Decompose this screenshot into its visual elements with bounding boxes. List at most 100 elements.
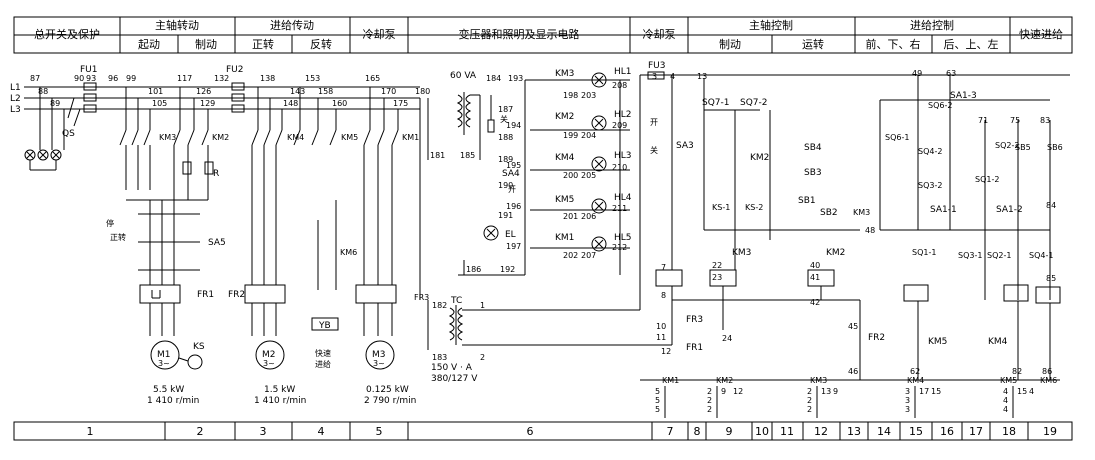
svg-text:93: 93 xyxy=(86,74,96,83)
header-spindle-control: 主轴控制 xyxy=(749,18,793,32)
relay-fr3: FR3 xyxy=(686,315,703,325)
feed-branch xyxy=(244,87,339,370)
lamp-el: EL xyxy=(505,230,516,240)
motor-m2-phase: 3~ xyxy=(263,359,275,368)
header-coolant-pump-2: 冷却泵 xyxy=(643,28,676,41)
contact-ref-km5-nc-2: 4 xyxy=(1003,405,1008,414)
svg-text:99: 99 xyxy=(126,74,136,83)
header-total-switch: 总开关及保护 xyxy=(34,27,100,41)
svg-text:187: 187 xyxy=(498,105,513,114)
footer-col-3: 3 xyxy=(260,425,267,438)
footer-col-17: 17 xyxy=(969,425,983,438)
limit-sq4-2: SQ4-2 xyxy=(918,147,942,156)
switch-sa3: SA3 xyxy=(676,141,694,151)
transformer-voltage: 380/127 V xyxy=(431,374,478,384)
relay-fr1: FR1 xyxy=(197,290,214,300)
contact-ref-km4-nc-2: 3 xyxy=(905,405,910,414)
svg-text:138: 138 xyxy=(260,74,275,83)
contact-ref-km1-nc-1: 5 xyxy=(655,396,660,405)
svg-text:87: 87 xyxy=(30,74,40,83)
km4-lamp-contact: KM4 xyxy=(555,153,575,163)
speed-ks-2: KS-2 xyxy=(745,203,763,212)
svg-text:90: 90 xyxy=(74,74,84,83)
svg-text:175: 175 xyxy=(393,99,408,108)
svg-text:7: 7 xyxy=(661,263,666,272)
control-section xyxy=(640,71,1070,381)
button-sb1: SB1 xyxy=(798,196,816,206)
svg-text:200: 200 xyxy=(563,171,578,180)
contact-ref-km5-no-1: 4 xyxy=(1029,387,1034,396)
header-sub-brake-2: 制动 xyxy=(719,38,741,51)
svg-text:193: 193 xyxy=(508,74,523,83)
footer-col-5: 5 xyxy=(376,425,383,438)
power-bus xyxy=(24,82,420,171)
svg-text:153: 153 xyxy=(305,74,320,83)
footer-col-13: 13 xyxy=(847,425,861,438)
switch-sa1-2: SA1-2 xyxy=(996,205,1023,215)
motor-m3-phase: 3~ xyxy=(373,359,385,368)
svg-text:84: 84 xyxy=(1046,201,1056,210)
contact-ref-km3-no-1: 9 xyxy=(833,387,838,396)
svg-text:83: 83 xyxy=(1040,116,1050,125)
footer-col-7: 7 xyxy=(667,425,674,438)
footer-col-11: 11 xyxy=(780,425,794,438)
svg-text:24: 24 xyxy=(722,334,732,343)
svg-text:105: 105 xyxy=(152,99,167,108)
header-feed-control: 进给控制 xyxy=(910,18,954,32)
limit-sq1-2: SQ1-2 xyxy=(975,175,999,184)
footer-table xyxy=(13,421,1073,441)
svg-text:1: 1 xyxy=(480,301,485,310)
relay-fr1-ctl: FR1 xyxy=(686,343,703,353)
transformer-tc: TC xyxy=(450,296,462,306)
contact-ref-km3-nc-2: 2 xyxy=(807,405,812,414)
svg-text:48: 48 xyxy=(865,226,875,235)
contact-ref-km3-nc-1: 2 xyxy=(807,396,812,405)
svg-text:132: 132 xyxy=(214,74,229,83)
transformer-rating: 150 V · A xyxy=(431,363,473,373)
header-sub-fwd-down-right: 前、下、右 xyxy=(866,37,921,51)
svg-text:143: 143 xyxy=(290,87,305,96)
svg-text:129: 129 xyxy=(200,99,215,108)
svg-text:206: 206 xyxy=(581,212,596,221)
footer-col-18: 18 xyxy=(1002,425,1016,438)
km5-lamp-contact: KM5 xyxy=(555,195,574,205)
switch-label-on: 开 xyxy=(508,185,516,194)
svg-text:170: 170 xyxy=(381,87,396,96)
km1-lamp-contact: KM1 xyxy=(555,233,574,243)
svg-text:75: 75 xyxy=(1010,116,1020,125)
svg-text:40: 40 xyxy=(810,261,820,270)
svg-text:89: 89 xyxy=(50,99,60,108)
contact-ref-km2-nc-2: 2 xyxy=(707,405,712,414)
km2-label-a: KM2 xyxy=(212,133,229,142)
svg-text:183: 183 xyxy=(432,353,447,362)
svg-text:42: 42 xyxy=(810,298,820,307)
motor-m2-power: 1.5 kW xyxy=(264,385,295,395)
line-l3: L3 xyxy=(10,105,21,115)
svg-text:165: 165 xyxy=(365,74,380,83)
svg-text:208: 208 xyxy=(612,81,627,90)
svg-text:201: 201 xyxy=(563,212,578,221)
contact-ref-km5-nc-0: 4 xyxy=(1003,387,1008,396)
contact-ref-km4-no-1: 15 xyxy=(931,387,941,396)
header-spindle-drive: 主轴转动 xyxy=(155,18,199,32)
switch-label-off: 关 xyxy=(500,114,508,124)
table-header-km3: KM3 xyxy=(810,376,827,385)
svg-text:49: 49 xyxy=(912,69,922,78)
line-l1: L1 xyxy=(10,83,21,93)
table-header-km4: KM4 xyxy=(907,376,924,385)
contact-ref-km3-no-0: 13 xyxy=(821,387,831,396)
motor-m3-power: 0.125 kW xyxy=(366,385,409,395)
svg-text:209: 209 xyxy=(612,121,627,130)
motor-m3-speed: 2 790 r/min xyxy=(364,396,416,406)
svg-text:197: 197 xyxy=(506,242,521,251)
limit-sq4-1: SQ4-1 xyxy=(1029,251,1053,260)
switch-sa1-1: SA1-1 xyxy=(930,205,957,215)
contact-ref-km5-no-0: 15 xyxy=(1017,387,1027,396)
svg-text:12: 12 xyxy=(661,347,671,356)
header-feed-drive: 进给传动 xyxy=(270,19,314,32)
svg-text:22: 22 xyxy=(712,261,722,270)
footer-col-6: 6 xyxy=(527,425,534,438)
svg-text:185: 185 xyxy=(460,151,475,160)
contact-km2-ctl: KM2 xyxy=(750,153,769,163)
